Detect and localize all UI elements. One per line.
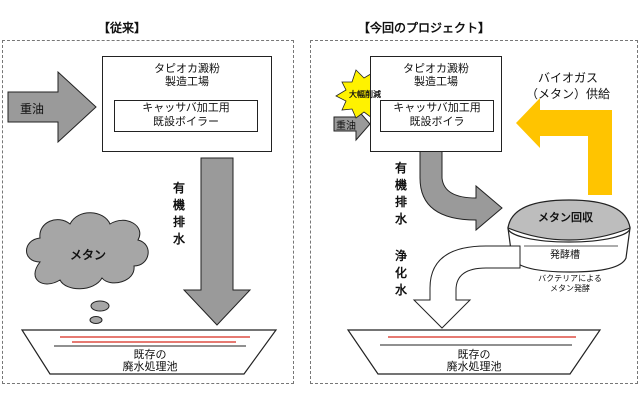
- fermenter-label: 発酵槽: [550, 250, 580, 261]
- left-pond-label: 既存の 廃水処理池: [122, 348, 178, 373]
- biogas-supply-arrow: [516, 98, 612, 195]
- biogas-label: バイオガス （メタン）供給: [525, 71, 610, 101]
- right-pond-shape: [346, 329, 602, 375]
- right-pond-label: 既存の 廃水処理池: [446, 348, 502, 373]
- right-wastewater-arrow: [419, 149, 503, 232]
- methane-label: メタン: [70, 248, 107, 262]
- left-factory-label: タピオカ澱粉 製造工場: [154, 62, 220, 88]
- left-boiler-box: キャッサバ加工用 既設ボイラー: [114, 100, 258, 132]
- right-oil-label: 重油: [336, 121, 356, 132]
- bacteria-note: バクテリアによる メタン発酵: [538, 274, 602, 293]
- left-oil-label: 重油: [20, 102, 45, 116]
- right-boiler-box: キャッサバ加工用 既設ボイラ: [380, 100, 494, 132]
- right-panel-title: 【今回のプロジェクト】: [356, 19, 493, 36]
- purified-water-arrow: [412, 245, 521, 329]
- left-wastewater-arrow: [182, 157, 252, 326]
- purified-water-label: 浄 化 水: [394, 249, 407, 297]
- left-wastewater-label: 有 機 排 水: [172, 181, 185, 246]
- right-factory-label: タピオカ澱粉 製造工場: [403, 62, 469, 88]
- left-oil-arrow: [7, 70, 97, 144]
- right-wastewater-label: 有 機 排 水: [394, 161, 407, 226]
- left-pond-shape: [20, 329, 278, 375]
- methane-cloud-shape: [26, 212, 149, 324]
- reduction-badge-label: 大幅削減: [349, 90, 381, 99]
- methane-recovery-label: メタン回収: [538, 211, 593, 224]
- fermenter-tank-shape: [507, 199, 631, 273]
- left-panel-title: 【従来】: [96, 19, 149, 36]
